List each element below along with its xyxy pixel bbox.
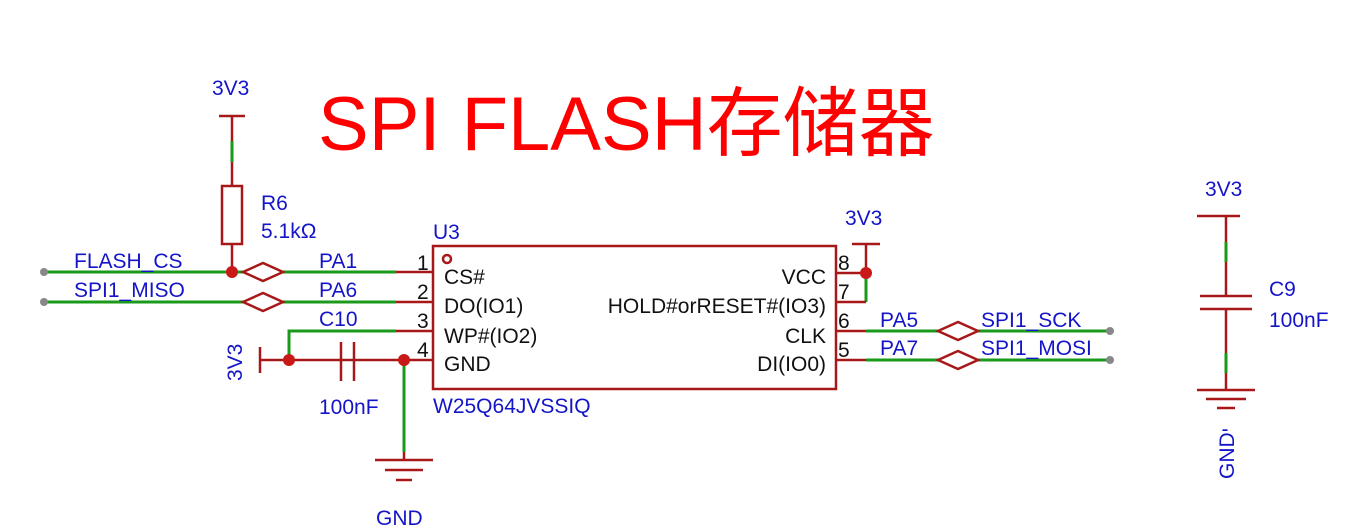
resistor-r6 xyxy=(220,184,244,246)
net-label-pa6: PA6 xyxy=(319,279,357,302)
net-port-spi1-sck xyxy=(934,320,982,342)
pin-number: 2 xyxy=(417,281,429,304)
r6-ref: R6 xyxy=(261,192,288,215)
power-label-3v3-rotated: 3V3 xyxy=(224,344,247,381)
pin-number: 8 xyxy=(838,252,850,275)
gnd-label-rotated: GND xyxy=(1216,432,1239,479)
net-label-spi1-sck: SPI1_SCK xyxy=(981,309,1081,332)
wire-end xyxy=(40,298,48,306)
pin-name: VCC xyxy=(782,266,826,289)
wire-wp xyxy=(287,329,396,360)
net-port-spi1-mosi xyxy=(934,349,982,371)
pin-number: 1 xyxy=(417,252,429,275)
pin-name: WP#(IO2) xyxy=(444,325,537,348)
c10-ref: C10 xyxy=(319,308,358,331)
net-port-flash-cs xyxy=(239,261,287,283)
pin-name: HOLD#orRESET#(IO3) xyxy=(608,295,826,318)
pin-name: DI(IO0) xyxy=(757,353,826,376)
junction-dot xyxy=(398,354,410,366)
u3-part: W25Q64JVSSIQ xyxy=(433,395,591,418)
net-label-spi1-miso: SPI1_MISO xyxy=(74,279,185,302)
pin-number: 3 xyxy=(417,310,429,333)
pin-number: 7 xyxy=(838,281,850,304)
pin-name: DO(IO1) xyxy=(444,295,523,318)
net-label-flash-cs: FLASH_CS xyxy=(74,250,183,273)
c9-ref: C9 xyxy=(1269,278,1296,301)
junctions xyxy=(40,266,1114,366)
net-label-pa1: PA1 xyxy=(319,250,357,273)
power-label-3v3: 3V3 xyxy=(845,207,882,230)
c10-value: 100nF xyxy=(319,396,379,419)
wire-end xyxy=(40,268,48,276)
junction-dot xyxy=(860,267,872,279)
r6-value: 5.1kΩ xyxy=(261,220,316,243)
junction-dot xyxy=(226,266,238,278)
pin-name: CLK xyxy=(785,325,826,348)
ic-u3-body xyxy=(431,244,838,391)
u3-ref: U3 xyxy=(433,221,460,244)
junction-dot xyxy=(283,354,295,366)
power-label-3v3: 3V3 xyxy=(212,77,249,100)
c9-value: 100nF xyxy=(1269,309,1329,332)
power-label-3v3: 3V3 xyxy=(1205,178,1242,201)
pin-name: GND xyxy=(444,353,491,376)
net-label-spi1-mosi: SPI1_MOSI xyxy=(981,337,1092,360)
gnd-mark: - xyxy=(1222,418,1229,441)
wires xyxy=(44,141,1228,452)
pin-number: 6 xyxy=(838,310,850,333)
pin-name: CS# xyxy=(444,266,485,289)
pin-number: 5 xyxy=(838,339,850,362)
wire-end xyxy=(1106,356,1114,364)
net-label-pa5: PA5 xyxy=(880,309,918,332)
net-port-spi1-miso xyxy=(239,291,287,313)
labels: 3V3 3V3 3V3 3V3 GND GND - R6 5.1kΩ C10 1… xyxy=(74,77,1329,530)
net-label-pa7: PA7 xyxy=(880,337,918,360)
gnd-label: GND xyxy=(376,507,423,530)
schematic-title: SPI FLASH存储器 xyxy=(318,82,935,167)
pin1-marker xyxy=(441,253,453,265)
wire-end xyxy=(1106,327,1114,335)
pin-number: 4 xyxy=(417,339,429,362)
